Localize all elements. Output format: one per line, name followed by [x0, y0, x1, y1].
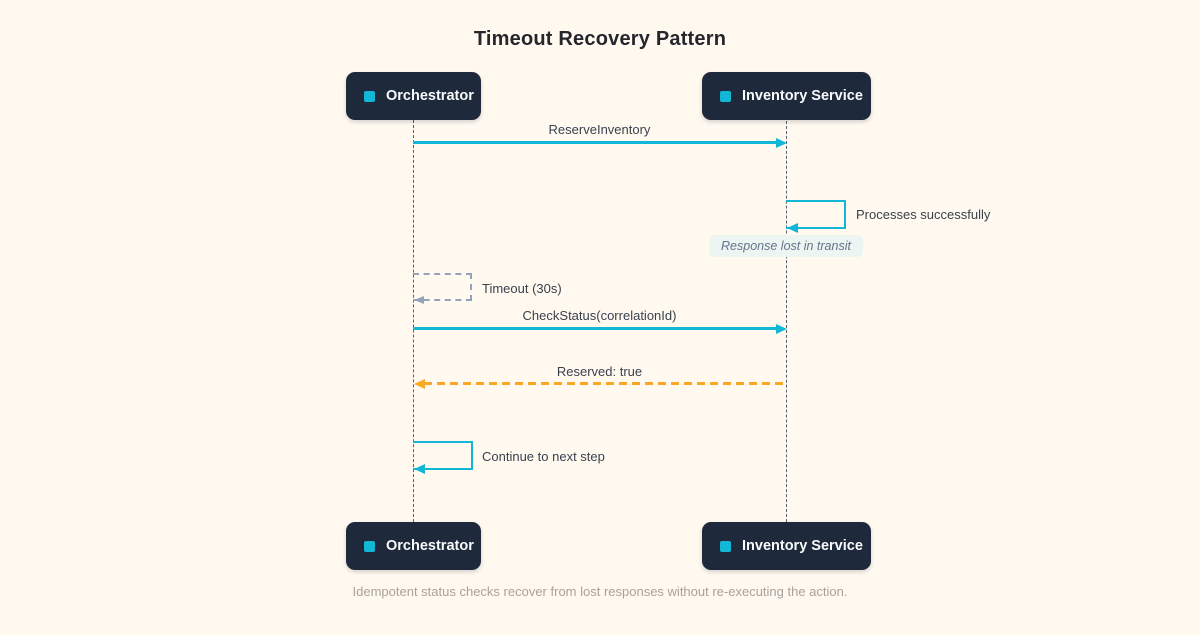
selfloop-continue-next	[413, 441, 473, 470]
message-arrow-reserved-true	[424, 382, 786, 385]
arrowhead-left-icon	[787, 223, 798, 233]
actor-orchestrator-bottom: Orchestrator	[346, 522, 481, 570]
message-label-processes-successfully: Processes successfully	[856, 207, 991, 222]
actor-inventory-service-label: Inventory Service	[742, 88, 863, 104]
actor-inventory-service-top: Inventory Service	[702, 72, 871, 120]
actor-marker-square-icon	[720, 540, 731, 552]
lifeline-inventory-service	[786, 121, 787, 522]
message-label-reserved-true: Reserved: true	[556, 364, 643, 379]
diagram-caption: Idempotent status checks recover from lo…	[352, 584, 848, 599]
arrowhead-left-icon	[414, 464, 425, 474]
message-arrow-reserve-inventory	[413, 141, 777, 144]
actor-inventory-service-label: Inventory Service	[742, 538, 863, 554]
arrowhead-left-icon	[414, 379, 425, 389]
arrowhead-right-icon	[776, 138, 787, 148]
actor-orchestrator-top: Orchestrator	[346, 72, 481, 120]
diagram-title: Timeout Recovery Pattern	[473, 28, 727, 50]
actor-orchestrator-label: Orchestrator	[386, 538, 474, 554]
actor-marker-square-icon	[364, 90, 375, 102]
message-label-continue-next: Continue to next step	[482, 449, 605, 464]
arrowhead-left-icon	[414, 296, 424, 304]
message-label-timeout: Timeout (30s)	[482, 281, 562, 296]
selfloop-timeout	[413, 273, 472, 301]
message-label-check-status: CheckStatus(correlationId)	[522, 308, 677, 323]
arrowhead-right-icon	[776, 324, 787, 334]
lifeline-orchestrator	[413, 120, 414, 522]
actor-inventory-service-bottom: Inventory Service	[702, 522, 871, 570]
actor-marker-square-icon	[364, 540, 375, 552]
actor-orchestrator-label: Orchestrator	[386, 88, 474, 104]
message-label-reserve-inventory: ReserveInventory	[548, 122, 651, 137]
message-arrow-check-status	[413, 327, 777, 330]
actor-marker-square-icon	[720, 90, 731, 102]
note-response-lost: Response lost in transit	[709, 235, 863, 257]
selfloop-processes-successfully	[786, 200, 846, 229]
